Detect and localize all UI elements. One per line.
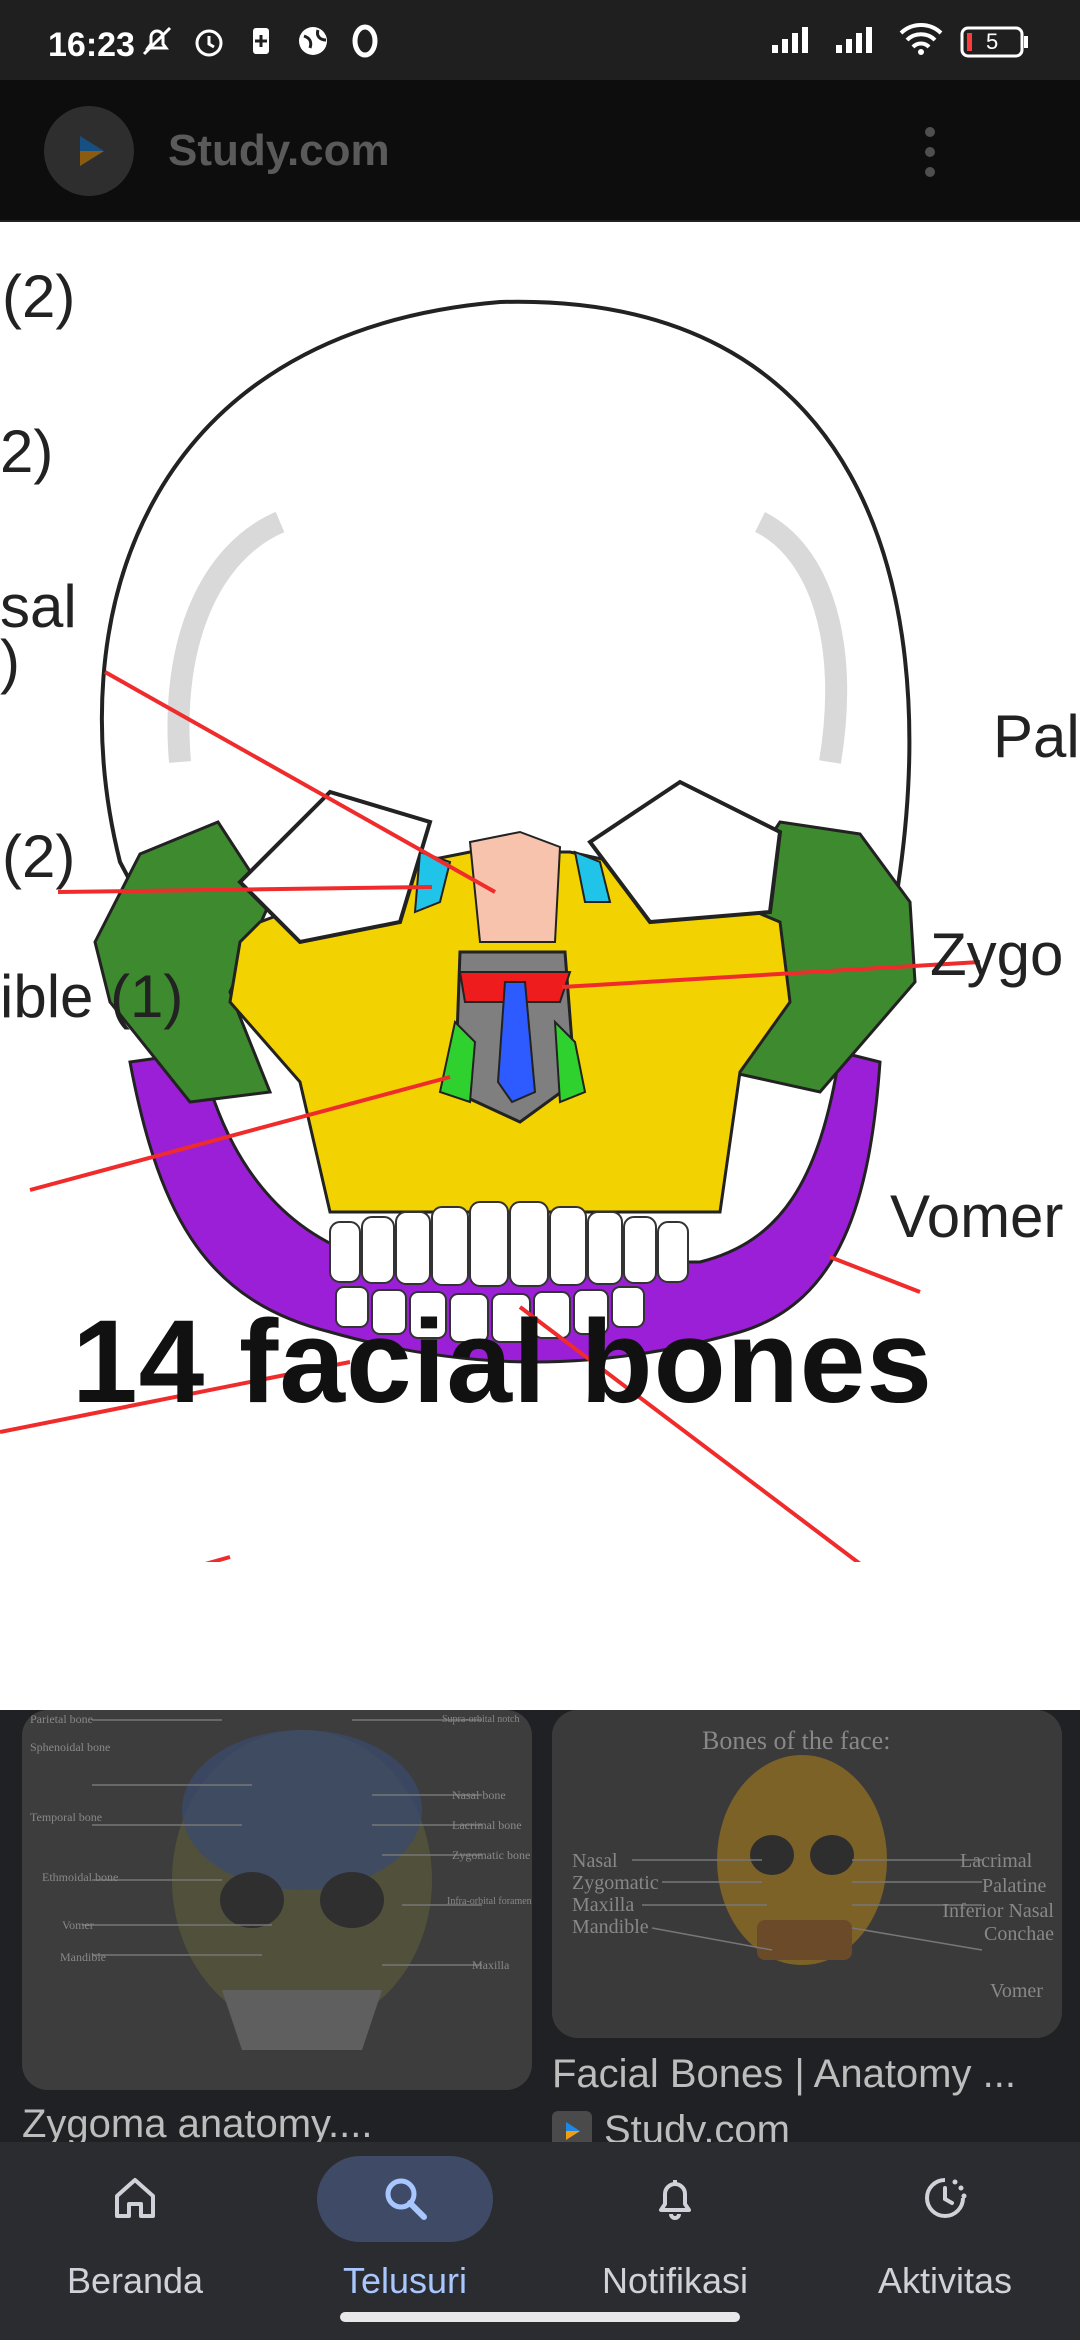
image-preview[interactable]: (2) 2) sal ) (2) ible (1) Pal Zygo Vomer… — [0, 222, 1080, 1710]
nav-item-beranda[interactable]: Beranda — [0, 2142, 270, 2340]
nav-label: Telusuri — [342, 2260, 468, 2301]
thumb-1-label: Mandible — [60, 1950, 106, 1964]
bone-label-left-1: (2) — [2, 263, 76, 330]
thumb-1-label: Lacrimal bone — [452, 1818, 522, 1832]
thumb-2-label: Palatine — [982, 1875, 1047, 1897]
site-name[interactable]: Study.com — [168, 126, 390, 175]
status-icons-right: 5 — [770, 22, 1030, 61]
globe-icon — [294, 22, 332, 60]
bone-label-left-4: (2) — [2, 823, 76, 890]
status-icons-left — [138, 22, 384, 60]
bone-label-left-5: ible (1) — [0, 963, 184, 1030]
thumb-1-label: Supra-orbital notch — [442, 1714, 520, 1725]
result-thumbnail-1 — [22, 1710, 532, 2090]
result-title-2[interactable]: Facial Bones | Anatomy ... — [552, 2052, 1016, 2096]
skull-illustration — [0, 299, 981, 1562]
bone-label-right-1: Pal — [993, 703, 1080, 770]
bone-label-left-3a: sal — [0, 573, 77, 640]
thumb-2-label: Mandible — [572, 1916, 649, 1938]
battery-level: 5 — [986, 28, 999, 54]
thumb-1-label: Maxilla — [472, 1958, 510, 1972]
status-time: 16:23 — [48, 26, 135, 64]
bone-label-right-2: Zygo — [930, 921, 1064, 988]
wifi-icon — [898, 22, 944, 61]
alarm-icon — [190, 22, 228, 60]
mute-icon — [138, 22, 176, 60]
thumb-2-label: Lacrimal — [960, 1850, 1033, 1872]
thumb-1-label: Zygomatic bone — [452, 1848, 531, 1862]
thumb-1-label: Ethmoidal bone — [42, 1870, 119, 1884]
battery-icon: 5 — [960, 25, 1030, 59]
thumb-2-label: Inferior Nasal Conchae — [942, 1900, 1054, 1945]
thumb-1-label: Sphenoidal bone — [30, 1740, 111, 1754]
search-icon — [385, 2178, 427, 2220]
o-icon — [346, 22, 384, 60]
image-caption: 14 facial bones — [72, 1296, 934, 1428]
nav-label: Beranda — [66, 2260, 204, 2301]
play-logo-icon[interactable] — [44, 106, 134, 196]
home-icon — [115, 2178, 155, 2218]
home-indicator[interactable] — [340, 2312, 740, 2322]
nav-label: Aktivitas — [877, 2260, 1013, 2301]
nav-item-telusuri[interactable]: Telusuri — [270, 2142, 540, 2340]
thumb-1-label: Infra-orbital foramen — [447, 1896, 532, 1907]
app-bar: Study.com — [0, 80, 1080, 220]
thumb-2-label: Maxilla — [572, 1894, 635, 1916]
bone-label-left-2: 2) — [0, 418, 54, 485]
nav-item-aktivitas[interactable]: Aktivitas — [810, 2142, 1080, 2340]
signal-icon — [770, 23, 818, 60]
thumb-2-heading: Bones of the face: — [702, 1726, 891, 1755]
nav-label: Notifikasi — [601, 2260, 749, 2301]
result-thumbnail-2 — [552, 1710, 1062, 2038]
bone-label-right-3: Vomer — [890, 1183, 1064, 1250]
result-card-2[interactable]: Bones of the face: Nasal Zygomatic Maxil… — [552, 1710, 1062, 2038]
signal-icon — [834, 23, 882, 60]
thumb-1-label: Temporal bone — [30, 1810, 103, 1824]
nav-active-indicator — [317, 2156, 493, 2242]
thumb-2-label: Zygomatic — [572, 1872, 659, 1894]
thumb-1-label: Vomer — [62, 1918, 94, 1932]
activity-icon — [925, 2178, 967, 2218]
more-vert-icon[interactable] — [920, 124, 940, 180]
result-title-1[interactable]: Zygoma anatomy.... — [22, 2102, 373, 2142]
result-card-1[interactable]: Parietal bone Sphenoidal bone Temporal b… — [22, 1710, 532, 2090]
thumb-2-label: Nasal — [572, 1850, 618, 1872]
battery-saver-icon — [242, 22, 280, 60]
thumb-2-label: Vomer — [990, 1980, 1043, 2002]
bone-label-left-3b: ) — [0, 628, 20, 695]
bell-icon — [659, 2180, 691, 2220]
bottom-nav: Beranda Telusuri Notifikasi Aktivitas — [0, 2142, 1080, 2340]
nav-item-notifikasi[interactable]: Notifikasi — [540, 2142, 810, 2340]
status-bar: 16:23 5 — [0, 0, 1080, 80]
thumb-1-label: Parietal bone — [30, 1712, 93, 1726]
thumb-1-label: Nasal bone — [452, 1788, 506, 1802]
